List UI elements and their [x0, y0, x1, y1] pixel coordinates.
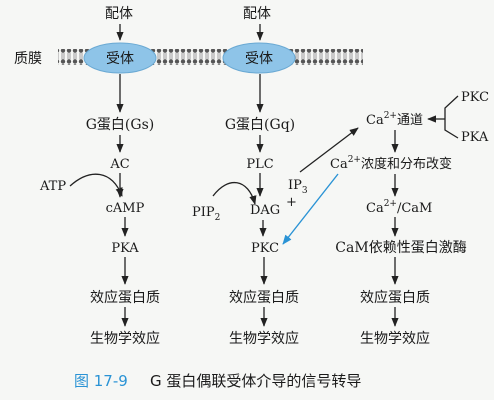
- plus-sign: +: [286, 195, 297, 210]
- regulator-bracket: [444, 95, 459, 139]
- membrane-label: 质膜: [14, 51, 42, 67]
- gq-protein: G蛋白(Gq): [225, 117, 295, 133]
- dag: DAG: [250, 203, 280, 218]
- plc: PLC: [246, 157, 273, 172]
- gs-protein: G蛋白(Gs): [86, 117, 154, 133]
- camp: cAMP: [106, 201, 145, 216]
- pka-left: PKA: [111, 241, 139, 256]
- ligand-left: 配体: [105, 6, 133, 22]
- receptor-left-label: 受体: [106, 51, 134, 67]
- arrow-ca-to-pkc: [282, 173, 339, 245]
- ac: AC: [109, 157, 129, 172]
- arrow-atp-to-camp: [69, 173, 123, 197]
- bio-effect-1: 生物学效应: [90, 330, 160, 347]
- receptor-right-label: 受体: [245, 51, 273, 67]
- ca-concentration: Ca2+浓度和分布改变: [330, 155, 452, 172]
- effector-1: 效应蛋白质: [90, 289, 160, 306]
- receptor-left: [83, 42, 157, 74]
- effector-3: 效应蛋白质: [360, 289, 430, 306]
- bio-effect-2: 生物学效应: [229, 330, 299, 347]
- arrow-ip3-to-ca-channel: [299, 127, 359, 173]
- pkc-right: PKC: [461, 90, 489, 105]
- pka-right: PKA: [461, 130, 489, 145]
- pip2: PIP2: [192, 205, 220, 223]
- figure-caption: G 蛋白偶联受体介导的信号转导: [150, 372, 361, 390]
- ip3: IP3: [288, 178, 308, 196]
- ca-cam: Ca2+/CaM: [366, 199, 432, 216]
- pkc-mid: PKC: [251, 241, 279, 256]
- arrow-pip2-to-dag: [212, 181, 257, 205]
- cam-kinase: CaM依赖性蛋白激酶: [335, 239, 466, 256]
- ca-channel: Ca2+通道: [366, 111, 423, 128]
- figure-number: 图 17-9: [74, 372, 128, 390]
- effector-2: 效应蛋白质: [229, 289, 299, 306]
- receptor-right: [222, 42, 296, 74]
- atp: ATP: [39, 179, 66, 194]
- ligand-right: 配体: [243, 6, 271, 22]
- bio-effect-3: 生物学效应: [360, 330, 430, 347]
